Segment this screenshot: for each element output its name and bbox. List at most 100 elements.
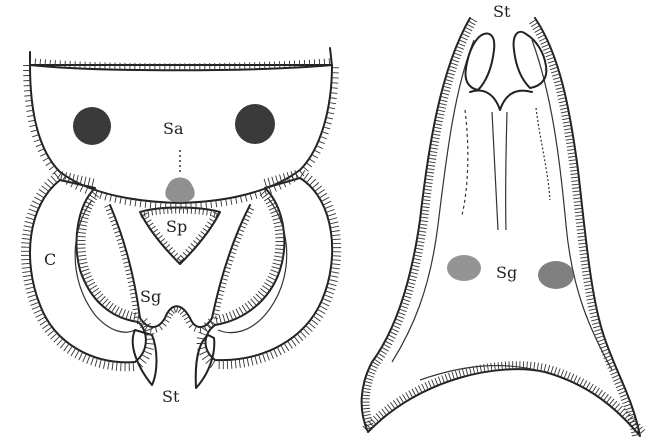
hair-stroke (445, 79, 453, 81)
hair-stroke (313, 316, 320, 321)
hair-stroke (40, 320, 48, 325)
hair-stroke (441, 93, 449, 95)
hair-stroke (82, 272, 90, 275)
hair-stroke (620, 408, 625, 414)
hair-stroke (26, 105, 33, 106)
hair-stroke (460, 37, 467, 40)
hair-stroke (214, 211, 215, 217)
hair-stroke (272, 267, 281, 270)
hair-stroke (124, 266, 130, 267)
hair-stroke (439, 103, 447, 105)
hair-stroke (580, 254, 588, 255)
hair-stroke (415, 387, 419, 394)
hair-stroke (99, 296, 105, 302)
hair-stroke (155, 232, 160, 236)
hair-stroke (36, 144, 42, 147)
hair-stroke (122, 258, 128, 260)
hair-stroke (574, 375, 577, 382)
hair-stroke (125, 270, 131, 271)
hair-stroke (24, 283, 33, 285)
hair-stroke (231, 360, 232, 369)
hair-stroke (431, 141, 439, 142)
hair-stroke (611, 372, 618, 375)
hair-stroke (239, 359, 240, 368)
hair-stroke (585, 288, 593, 289)
hair-stroke (422, 200, 430, 201)
hair-stroke (207, 222, 212, 225)
hair-stroke (560, 108, 568, 110)
hair-stroke (184, 317, 189, 320)
hair-stroke (604, 394, 609, 400)
hair-stroke (326, 209, 334, 212)
hair-stroke (330, 93, 337, 94)
hair-stroke (362, 408, 370, 409)
hair-stroke (366, 375, 374, 378)
hair-stroke (316, 146, 322, 149)
hair-stroke (317, 309, 325, 313)
hair-stroke (398, 312, 405, 315)
hair-stroke (426, 172, 434, 173)
hair-stroke (248, 301, 254, 308)
hair-stroke (148, 210, 149, 216)
hair-stroke (420, 217, 428, 218)
hair-stroke (165, 244, 170, 248)
hair-stroke (453, 56, 461, 59)
hair-stroke (578, 240, 586, 241)
hair-stroke (406, 392, 410, 399)
hair-stroke (178, 308, 181, 313)
hair-stroke (275, 249, 284, 250)
hair-stroke (587, 299, 595, 300)
hair-stroke (320, 136, 327, 138)
hair-stroke (417, 241, 425, 242)
hair-stroke (577, 377, 581, 384)
hair-stroke (502, 362, 503, 370)
hair-stroke (255, 356, 257, 365)
hair-stroke (44, 182, 51, 188)
hair-stroke (77, 252, 86, 253)
hair-stroke (589, 309, 597, 311)
hair-stroke (29, 299, 38, 302)
hair-stroke (48, 330, 55, 336)
hair-stroke (536, 32, 543, 36)
hair-stroke (379, 411, 384, 417)
hair-stroke (583, 274, 591, 275)
hair-stroke (462, 34, 469, 37)
label-sp: Sp (166, 217, 187, 236)
hair-stroke (118, 308, 122, 316)
hair-stroke (191, 244, 196, 248)
hair-stroke (84, 276, 92, 280)
hair-stroke (142, 355, 150, 360)
hair-stroke (211, 201, 212, 208)
hair-stroke (77, 228, 86, 229)
hair-stroke (527, 362, 528, 370)
hair-stroke (469, 367, 471, 375)
hair-stroke (615, 381, 622, 384)
hair-stroke (564, 129, 572, 130)
hair-stroke (592, 322, 600, 324)
ridge-right (536, 108, 550, 200)
hair-stroke (328, 107, 335, 108)
hair-stroke (140, 200, 141, 207)
hair-stroke (103, 360, 105, 369)
hair-stroke (443, 86, 451, 88)
hair-stroke (401, 302, 409, 305)
hair-stroke (554, 367, 557, 375)
hair-stroke (372, 362, 379, 366)
hair-stroke (550, 67, 558, 69)
hair-stroke (148, 223, 153, 226)
hair-stroke (223, 275, 229, 277)
hair-stroke (612, 401, 617, 407)
hair-stroke (540, 41, 547, 44)
hair-stroke (491, 363, 492, 371)
hair-stroke (186, 320, 191, 323)
hair-stroke (315, 313, 323, 318)
hair-stroke (422, 207, 430, 208)
hair-stroke (568, 153, 576, 154)
hair-stroke (80, 266, 89, 268)
hair-stroke (224, 271, 230, 273)
hair-stroke (80, 176, 82, 185)
hair-stroke (112, 224, 118, 226)
hair-stroke (132, 301, 138, 302)
hair-stroke (586, 295, 594, 296)
hair-stroke (160, 208, 161, 214)
